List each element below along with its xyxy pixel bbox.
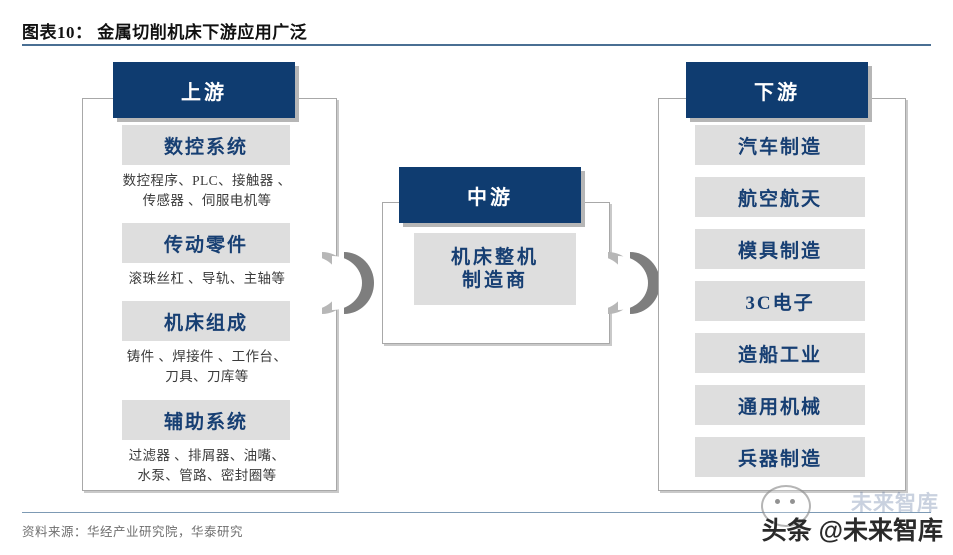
downstream-header: 下游 [686,62,868,118]
upstream-item-transmission-parts[interactable]: 传动零件 [122,223,290,263]
downstream-item-3c-electronics[interactable]: 3C电子 [695,281,865,321]
connector-midstream-to-downstream [596,252,662,314]
upstream-desc-transmission-parts: 滚珠丝杠 、导轨、主轴等 [128,271,286,286]
page-title: 图表10： 金属切削机床下游应用广泛 [22,23,308,42]
midstream-item-machine-tool-oem[interactable]: 机床整机 制造商 [414,233,576,305]
connector-upstream-to-midstream [310,252,376,314]
footer-divider [22,512,931,513]
upstream-desc-cnc-system: 数控程序、PLC、接触器 、传感器 、伺服电机等 [122,173,292,208]
downstream-item-general-machinery[interactable]: 通用机械 [695,385,865,425]
midstream-item-line2: 制造商 [461,270,528,291]
supply-chain-diagram: 上游 数控系统 数控程序、PLC、接触器 、传感器 、伺服电机等 传动零件 滚珠… [0,50,953,505]
downstream-item-automotive[interactable]: 汽车制造 [695,125,865,165]
downstream-item-mold-manufacturing[interactable]: 模具制造 [695,229,865,269]
double-chevron-right-icon-dark [332,252,374,314]
midstream-item-line1: 机床整机 [450,246,539,268]
upstream-item-cnc-system[interactable]: 数控系统 [122,125,290,165]
title-divider [22,44,931,46]
downstream-item-weapons-manufacturing[interactable]: 兵器制造 [695,437,865,477]
downstream-item-shipbuilding[interactable]: 造船工业 [695,333,865,373]
source-note: 资料来源：华经产业研究院，华泰研究 [22,525,244,539]
double-chevron-right-icon-dark [618,252,660,314]
upstream-desc-auxiliary-system: 过滤器 、排屑器、油嘴、水泵、管路、密封圈等 [128,448,286,483]
upstream-item-machine-structure[interactable]: 机床组成 [122,301,290,341]
upstream-desc-machine-structure: 铸件 、焊接件 、工作台、刀具、刀库等 [126,349,288,384]
midstream-header: 中游 [399,167,581,223]
downstream-item-aerospace[interactable]: 航空航天 [695,177,865,217]
upstream-item-auxiliary-system[interactable]: 辅助系统 [122,400,290,440]
watermark-main-text: 头条 @未来智库 [761,517,943,545]
upstream-header: 上游 [113,62,295,118]
